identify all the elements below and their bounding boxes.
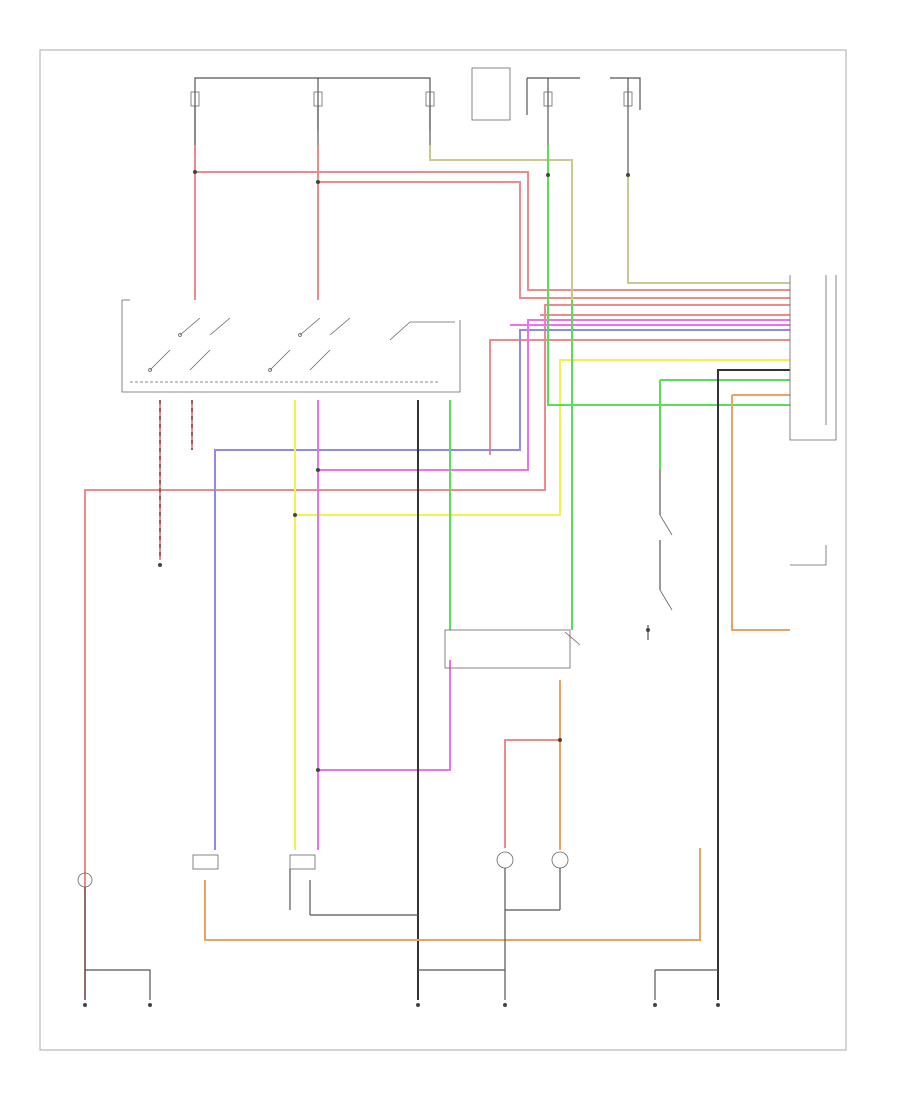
left-headlight-group xyxy=(77,854,418,1000)
generator xyxy=(790,545,827,566)
ground-buses xyxy=(83,969,720,1007)
splice-points xyxy=(193,170,630,772)
fuse-block-left xyxy=(190,67,511,175)
lighting-switch-block xyxy=(121,299,461,393)
horn-switch xyxy=(646,470,673,640)
relay-box xyxy=(444,629,581,669)
right-lamp-group xyxy=(496,851,569,1000)
diagram-frame xyxy=(39,49,847,1051)
connector-strip xyxy=(789,275,837,441)
fuse-block-right xyxy=(526,77,641,175)
red-wires xyxy=(84,145,790,1000)
switch-output-wires xyxy=(158,145,790,1000)
